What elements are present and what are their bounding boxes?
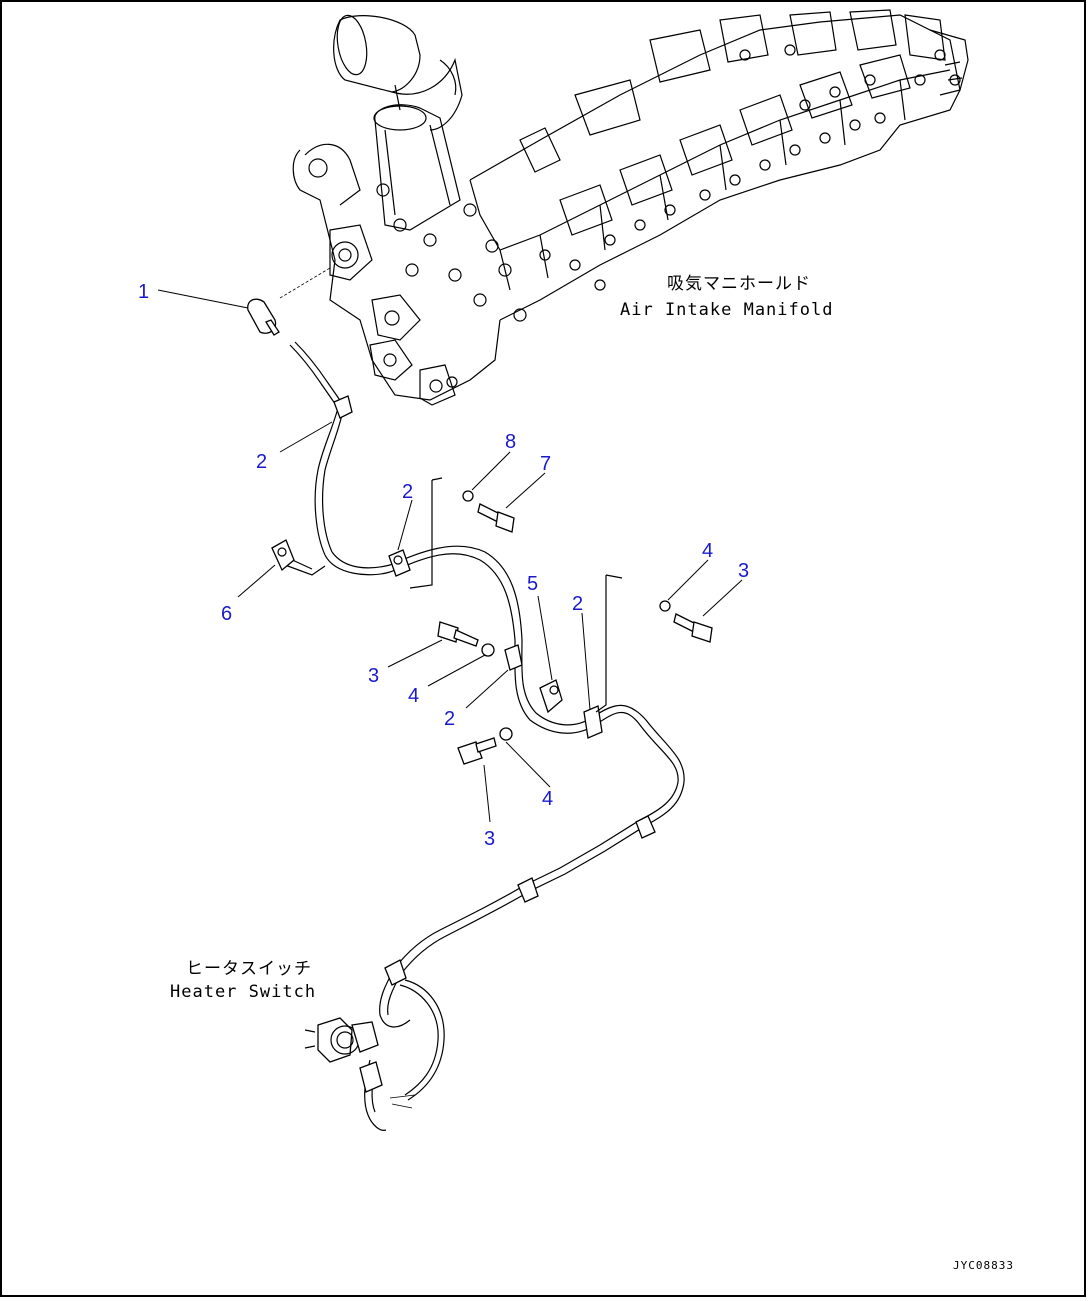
air-intake-manifold-drawing [292,9,969,406]
heater-switch-drawing [304,1017,383,1093]
heater-sensor-part-1 [247,267,331,336]
manifold-label-jp: 吸気マニホールド [667,274,811,294]
part-labels: 吸気マニホールド Air Intake Manifold ヒータスイッチ Hea… [170,274,1014,1272]
callout-numbers: 1 2 2 2 2 3 3 3 4 4 4 5 6 7 8 [138,281,749,850]
callout-6: 6 [221,603,232,625]
callout-3-b: 3 [738,560,749,582]
leader-lines [157,289,743,823]
callout-2-a: 2 [256,451,267,473]
callout-4-c: 4 [542,788,553,810]
wiring-harness [284,341,685,1131]
harness-clamps [271,395,656,986]
bolts-and-washers [437,490,713,765]
callout-4-b: 4 [702,540,713,562]
callout-5: 5 [527,573,538,595]
manifold-label-en: Air Intake Manifold [620,300,833,320]
callout-2-d: 2 [572,593,583,615]
heater-switch-label-jp: ヒータスイッチ [186,959,312,979]
callout-1: 1 [138,281,149,303]
heater-switch-label-en: Heater Switch [170,982,316,1002]
mounting-brackets [409,477,623,713]
callout-3-c: 3 [484,828,495,850]
callout-7: 7 [540,453,551,475]
callout-2-c: 2 [444,708,455,730]
callout-8: 8 [505,431,516,453]
drawing-code: JYC08833 [953,1259,1014,1272]
callout-3-a: 3 [368,665,379,687]
callout-2-b: 2 [402,481,413,503]
callout-4-a: 4 [408,685,419,707]
